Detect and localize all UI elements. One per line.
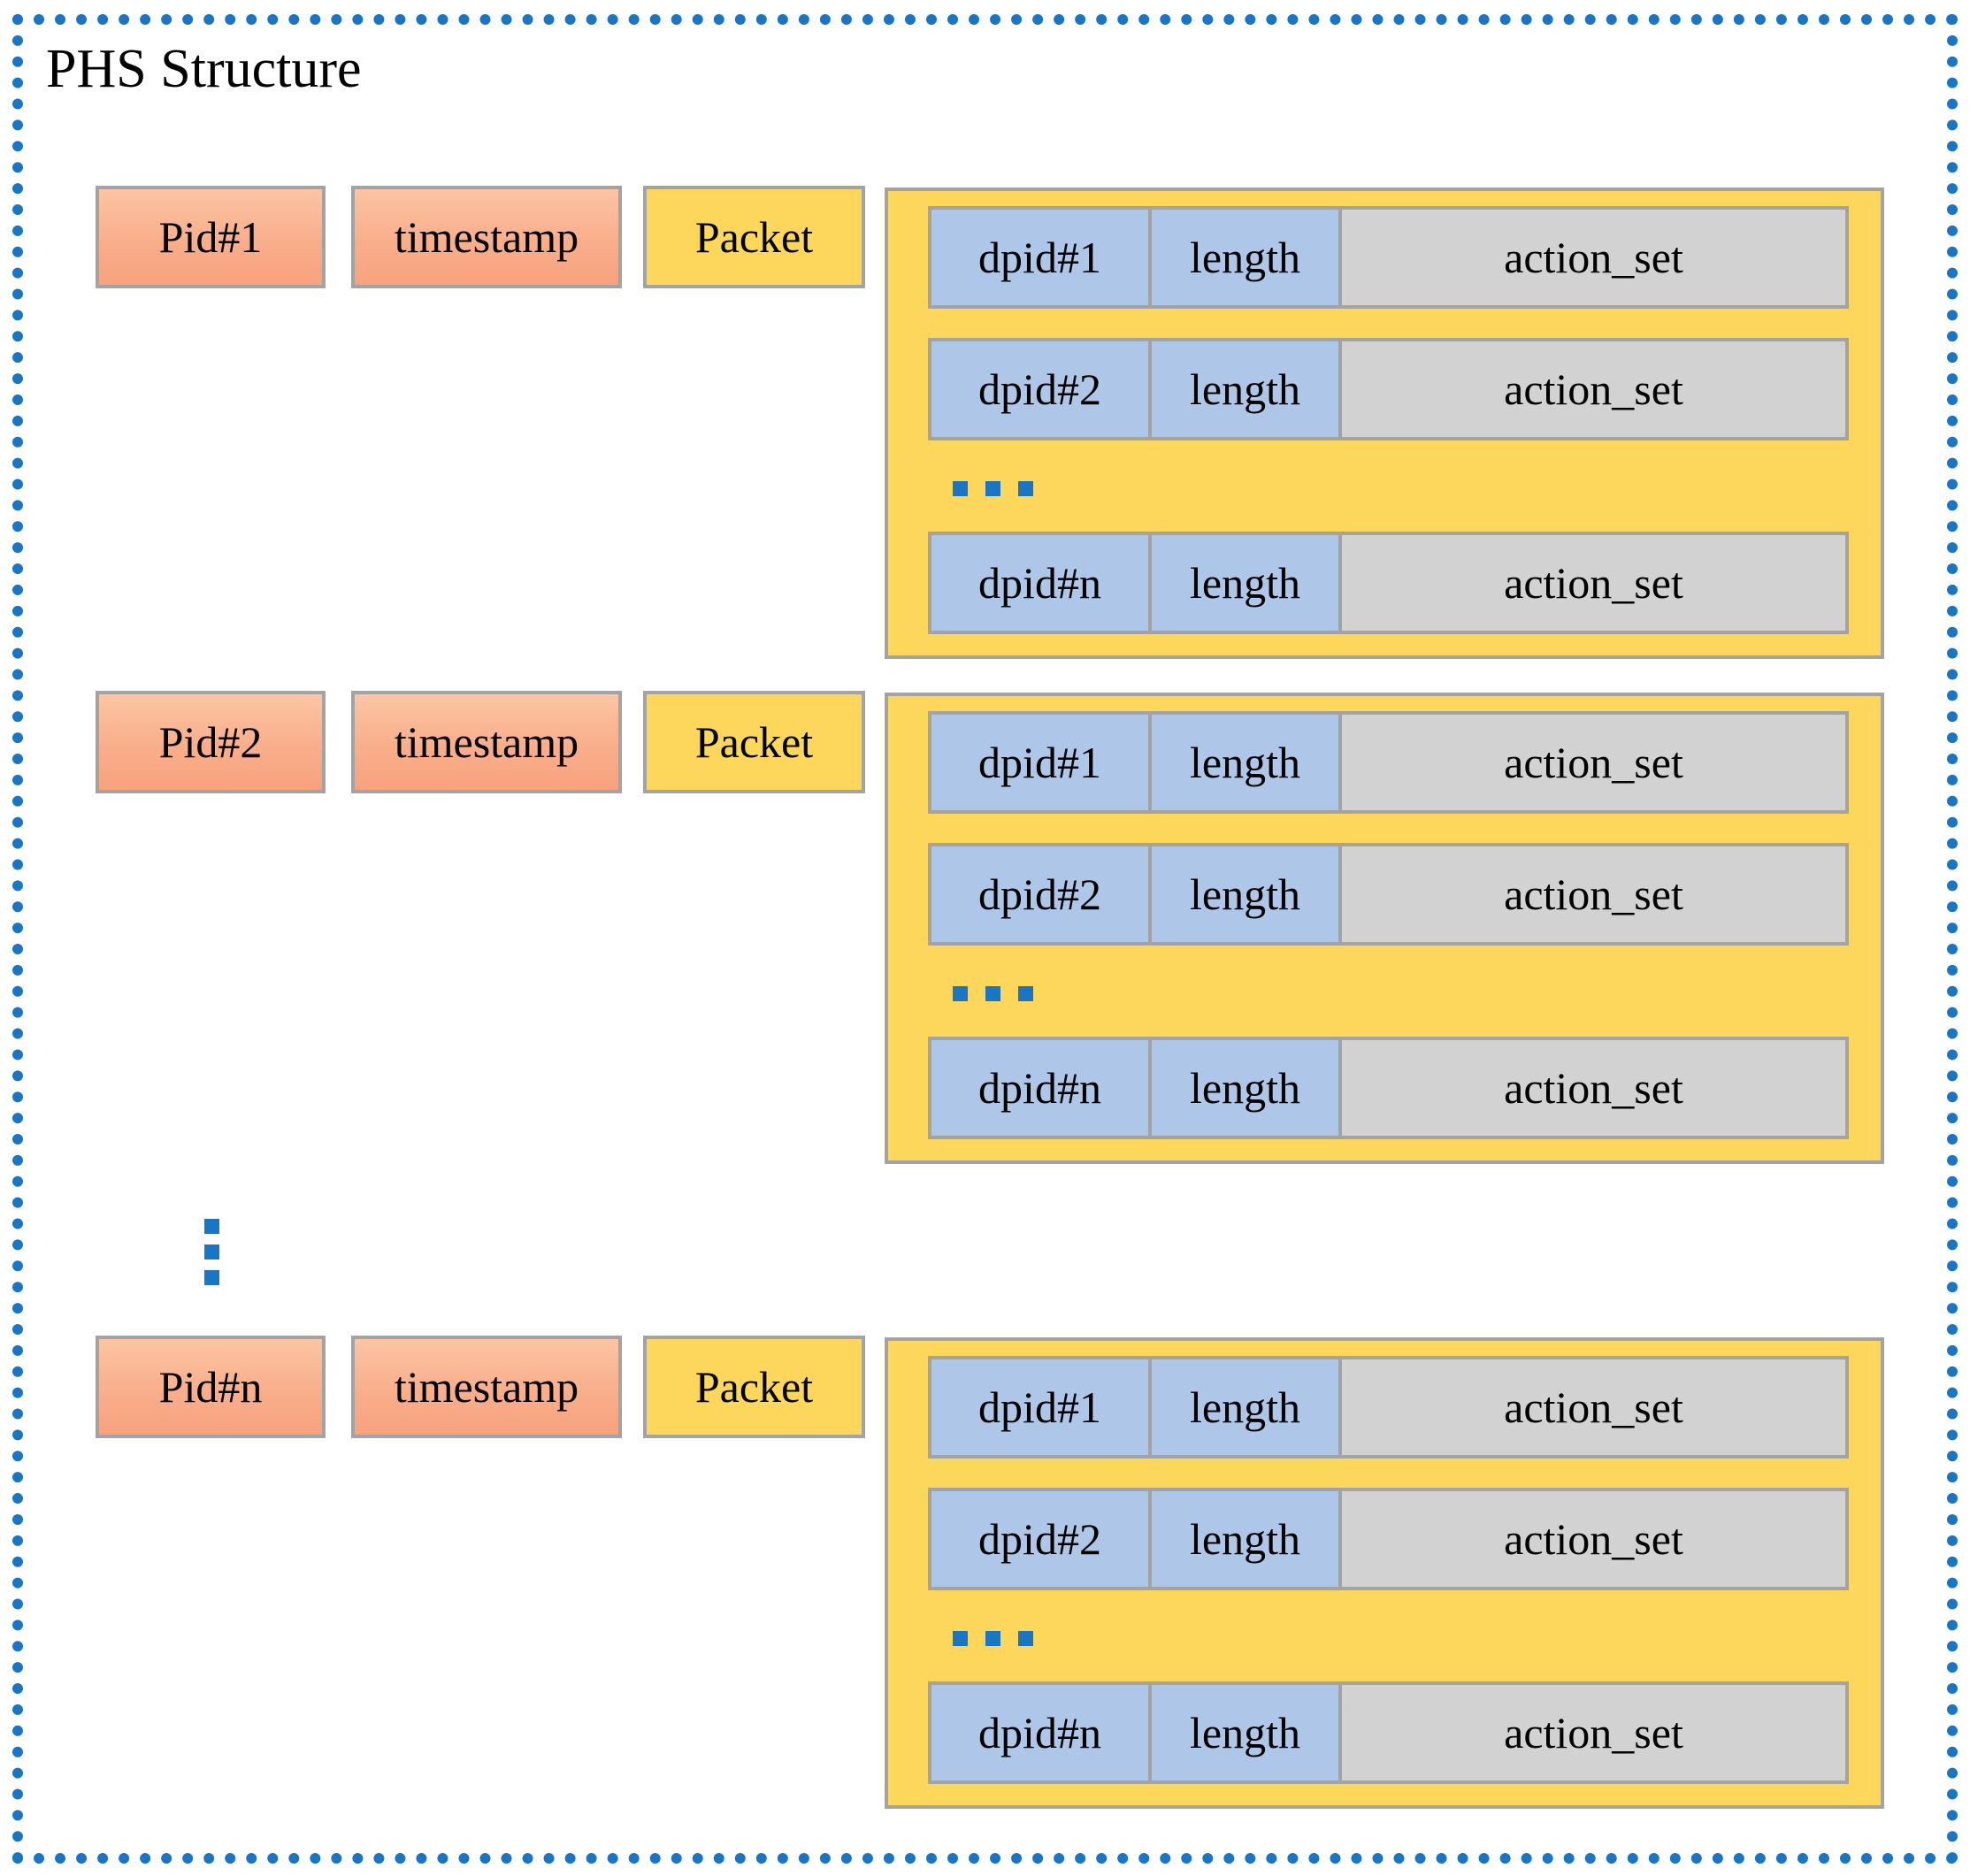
dpid-cell: dpid#2 xyxy=(928,338,1152,440)
dpid-list-container: dpid#1 length action_set dpid#2 length a… xyxy=(885,188,1884,659)
length-cell: length xyxy=(1148,1681,1342,1784)
dpid-entry-row: dpid#1 length action_set xyxy=(928,711,1849,814)
dpid-cell: dpid#n xyxy=(928,532,1152,634)
length-cell: length xyxy=(1148,206,1342,309)
length-cell: length xyxy=(1148,843,1342,946)
dpid-cell: dpid#2 xyxy=(928,843,1152,946)
pid-box: Pid#n xyxy=(96,1336,326,1438)
action-set-cell: action_set xyxy=(1338,843,1849,946)
dpid-cell: dpid#n xyxy=(928,1681,1152,1784)
dpid-entry-row: dpid#n length action_set xyxy=(928,1037,1849,1139)
timestamp-box: timestamp xyxy=(351,186,622,288)
dpid-cell: dpid#n xyxy=(928,1037,1152,1139)
dpid-cell: dpid#1 xyxy=(928,1356,1152,1459)
dpid-entry-row: dpid#2 length action_set xyxy=(928,1488,1849,1590)
action-set-cell: action_set xyxy=(1338,1488,1849,1590)
timestamp-box: timestamp xyxy=(351,691,622,793)
dpid-cell: dpid#2 xyxy=(928,1488,1152,1590)
ellipsis-horizontal-icon xyxy=(953,1631,1033,1646)
packet-record-row-n: Pid#n timestamp Packet dpid#1 length act… xyxy=(0,1336,1970,1818)
dpid-cell: dpid#1 xyxy=(928,711,1152,814)
dpid-entry-row: dpid#2 length action_set xyxy=(928,843,1849,946)
dpid-entry-row: dpid#2 length action_set xyxy=(928,338,1849,440)
action-set-cell: action_set xyxy=(1338,1037,1849,1139)
length-cell: length xyxy=(1148,1356,1342,1459)
length-cell: length xyxy=(1148,338,1342,440)
action-set-cell: action_set xyxy=(1338,206,1849,309)
action-set-cell: action_set xyxy=(1338,711,1849,814)
dpid-entry-row: dpid#1 length action_set xyxy=(928,206,1849,309)
packet-record-row-2: Pid#2 timestamp Packet dpid#1 length act… xyxy=(0,691,1970,1173)
action-set-cell: action_set xyxy=(1338,1681,1849,1784)
length-cell: length xyxy=(1148,711,1342,814)
pid-box: Pid#1 xyxy=(96,186,326,288)
packet-box: Packet xyxy=(643,186,865,288)
timestamp-box: timestamp xyxy=(351,1336,622,1438)
length-cell: length xyxy=(1148,1037,1342,1139)
dpid-cell: dpid#1 xyxy=(928,206,1152,309)
dpid-list-container: dpid#1 length action_set dpid#2 length a… xyxy=(885,693,1884,1164)
ellipsis-horizontal-icon xyxy=(953,481,1033,496)
length-cell: length xyxy=(1148,1488,1342,1590)
dpid-entry-row: dpid#n length action_set xyxy=(928,1681,1849,1784)
dpid-entry-row: dpid#1 length action_set xyxy=(928,1356,1849,1459)
ellipsis-horizontal-icon xyxy=(953,986,1033,1001)
pid-box: Pid#2 xyxy=(96,691,326,793)
action-set-cell: action_set xyxy=(1338,1356,1849,1459)
packet-box: Packet xyxy=(643,691,865,793)
ellipsis-vertical-icon xyxy=(204,1219,219,1285)
packet-box: Packet xyxy=(643,1336,865,1438)
diagram-title: PHS Structure xyxy=(46,39,362,99)
length-cell: length xyxy=(1148,532,1342,634)
dpid-entry-row: dpid#n length action_set xyxy=(928,532,1849,634)
dpid-list-container: dpid#1 length action_set dpid#2 length a… xyxy=(885,1337,1884,1809)
action-set-cell: action_set xyxy=(1338,532,1849,634)
action-set-cell: action_set xyxy=(1338,338,1849,440)
packet-record-row-1: Pid#1 timestamp Packet dpid#1 length act… xyxy=(0,186,1970,668)
